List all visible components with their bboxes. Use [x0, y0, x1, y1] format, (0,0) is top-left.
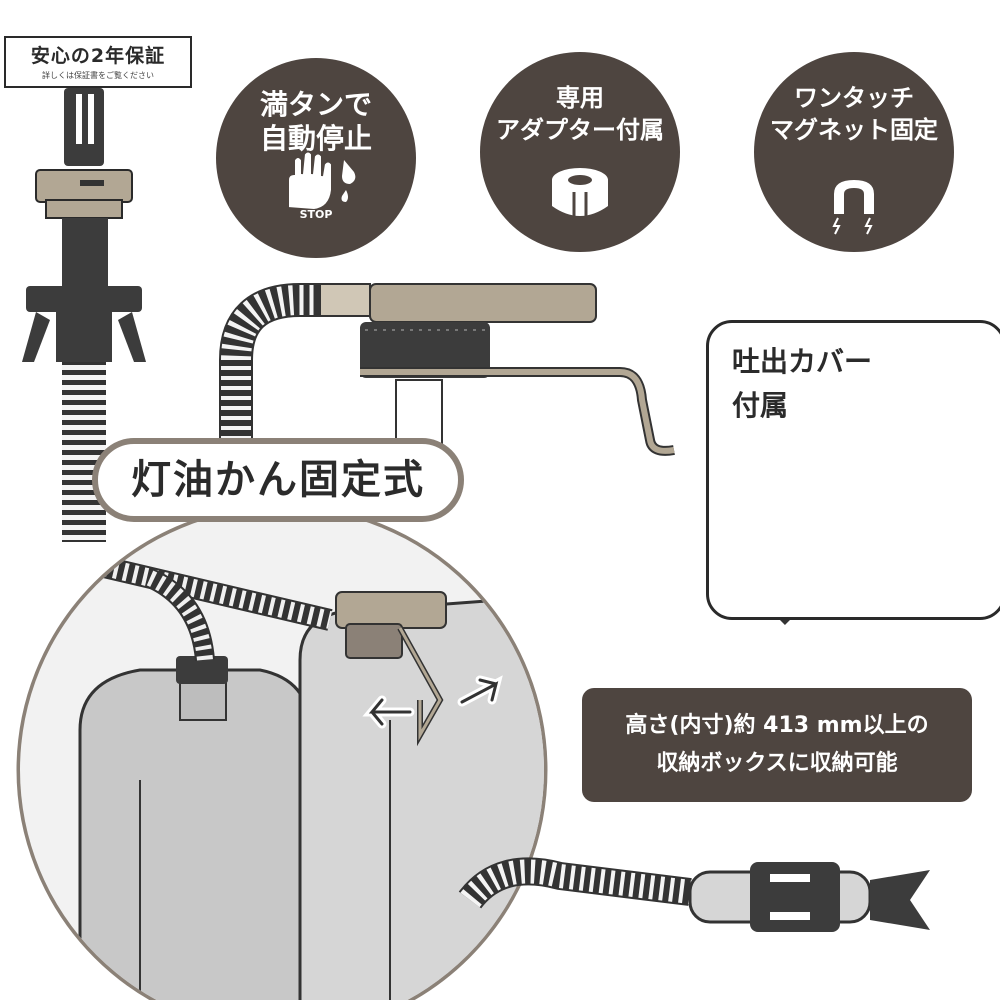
discharge-nozzle: [458, 857, 930, 932]
storage-note: 高さ(内寸)約 413 mm以上の 収納ボックスに収納可能: [582, 688, 972, 802]
feature-auto-stop-label: 満タンで 自動停止: [259, 88, 372, 155]
feature-magnet: ワンタッチ マグネット固定: [754, 52, 954, 252]
feature-auto-stop: 満タンで 自動停止 STOP: [216, 58, 416, 258]
warranty-title: 安心の2年保証: [30, 45, 166, 67]
stop-caption: STOP: [299, 208, 333, 221]
feature-adapter-label: 専用 アダプター付属: [496, 84, 664, 144]
kerosene-tanks-scene: [20, 508, 544, 1000]
warranty-note: 詳しくは保証書をご覧ください: [42, 71, 154, 80]
feature-adapter: 専用 アダプター付属: [480, 52, 680, 252]
adapter-ring-icon: [552, 168, 608, 216]
cover-panel: [706, 320, 1000, 620]
fixed-type-title: 灯油かん固定式: [92, 438, 464, 522]
hand-stop-icon: [287, 150, 356, 212]
cover-label: 吐出カバー 付属: [732, 345, 873, 422]
pump-nozzle-left: [22, 88, 146, 542]
warranty-badge: 安心の2年保証 詳しくは保証書をご覧ください: [4, 36, 192, 88]
fixed-type-title-text: 灯油かん固定式: [131, 457, 425, 503]
storage-note-text: 高さ(内寸)約 413 mm以上の 収納ボックスに収納可能: [625, 713, 929, 776]
magnet-icon: [832, 180, 874, 235]
pump-body-upper: [219, 283, 675, 471]
feature-magnet-label: ワンタッチ マグネット固定: [770, 84, 938, 144]
